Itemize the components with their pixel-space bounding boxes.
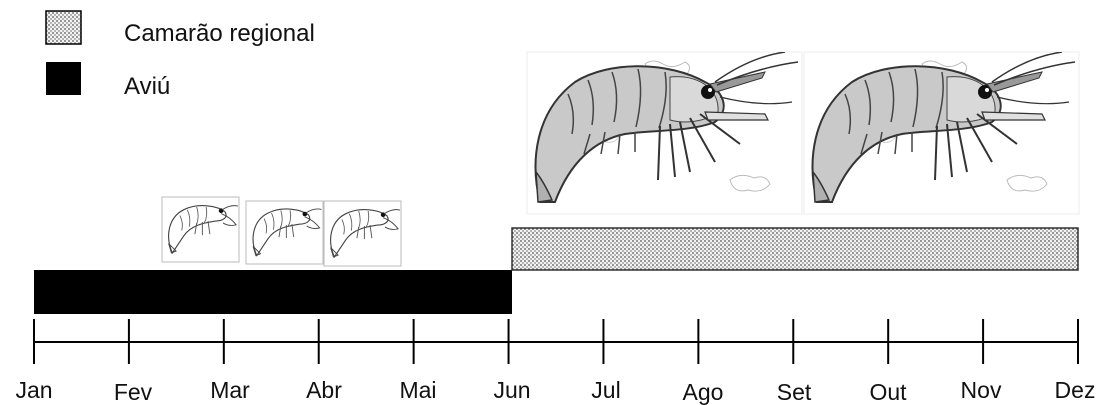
month-label-nov: Nov <box>961 377 1002 403</box>
timeline-axis <box>34 319 1078 364</box>
small-shrimp-illustrations <box>162 197 401 266</box>
aviu-season-bar <box>34 270 512 314</box>
large-shrimp-image-2 <box>804 52 1079 214</box>
month-label-out: Out <box>869 379 907 405</box>
month-label-mai: Mai <box>399 377 436 403</box>
month-label-jun: Jun <box>493 377 530 403</box>
month-labels: Jan Fev Mar Abr Mai Jun Jul Ago Set Out … <box>15 377 1095 405</box>
month-label-jul: Jul <box>591 377 620 403</box>
small-shrimp-image-1 <box>162 197 239 262</box>
legend-swatch-camarao-regional <box>46 11 81 44</box>
large-shrimp-image-1 <box>527 52 802 214</box>
large-shrimp-illustrations <box>527 52 1079 214</box>
month-label-ago: Ago <box>683 379 724 405</box>
legend-label-camarao-regional: Camarão regional <box>124 20 315 47</box>
legend-swatch-aviu <box>46 62 81 95</box>
month-label-dez: Dez <box>1055 377 1096 403</box>
month-label-set: Set <box>777 379 812 405</box>
legend-label-aviu: Aviú <box>124 73 170 100</box>
month-label-abr: Abr <box>306 377 342 403</box>
month-label-jan: Jan <box>15 377 52 403</box>
month-label-mar: Mar <box>210 377 250 403</box>
small-shrimp-image-3 <box>324 201 401 266</box>
legend: Camarão regional Aviú <box>46 11 315 100</box>
camarao-regional-season-bar <box>512 228 1078 270</box>
small-shrimp-image-2 <box>246 201 323 264</box>
month-label-fev: Fev <box>114 379 153 405</box>
